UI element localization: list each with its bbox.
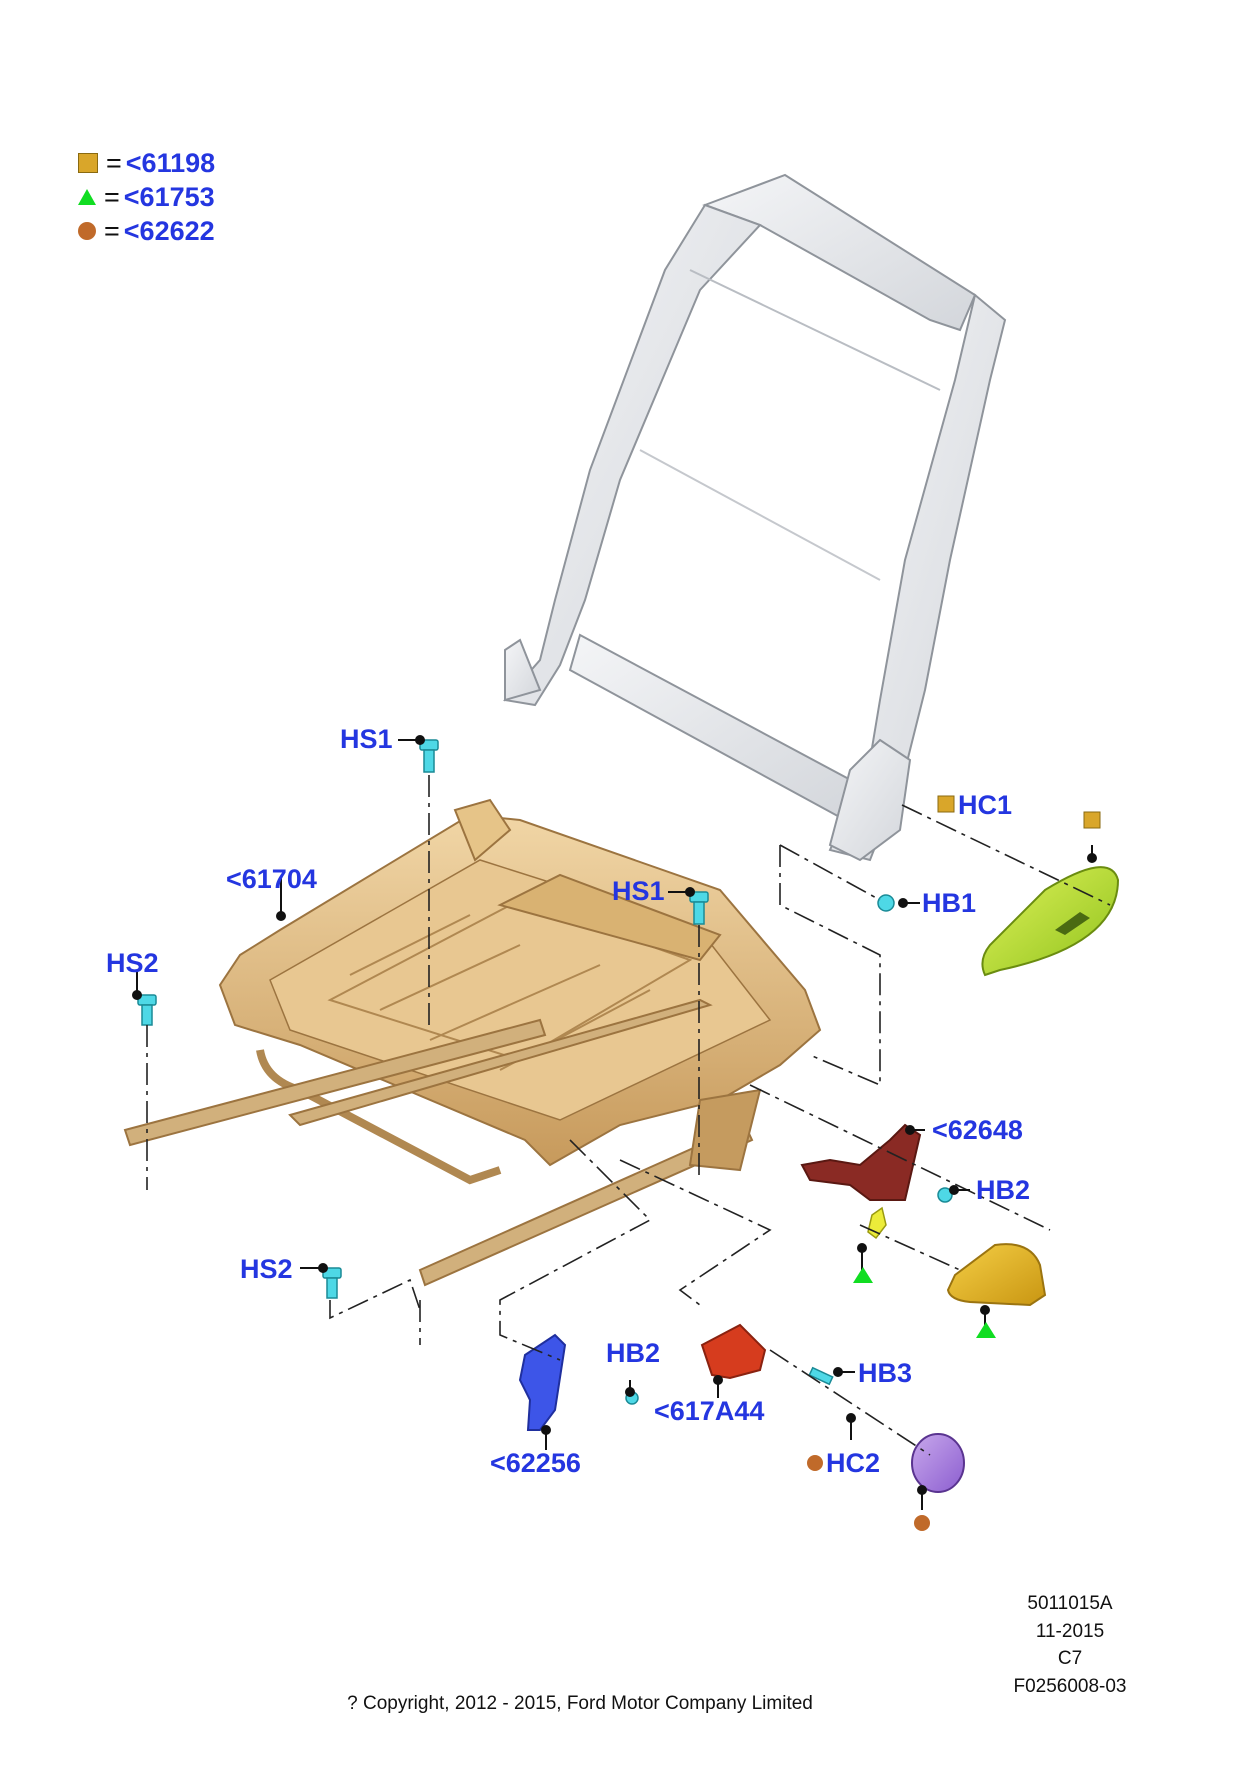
legend-equals: = [106, 147, 122, 178]
callout-hs2-bottom[interactable]: HS2 [240, 1254, 293, 1284]
square-icon [78, 153, 98, 173]
marker-circle-cap [914, 1515, 930, 1531]
callout-hc1[interactable]: HC1 [958, 790, 1013, 820]
callout-hc2[interactable]: HC2 [826, 1448, 881, 1478]
leader-lines [146, 775, 1111, 1456]
recliner-cover-slot [1055, 912, 1090, 935]
marker-circle-hc2 [807, 1455, 823, 1471]
seat-back-frame [503, 173, 1007, 862]
recliner-cover-upper [981, 866, 1120, 977]
figure-id: F0256008-03 [1013, 1675, 1127, 1697]
doc-date: 11-2015 [1035, 1620, 1105, 1642]
circle-icon [78, 222, 96, 240]
legend-part-number: <61198 [125, 147, 216, 178]
callout-61704[interactable]: <61704 [226, 864, 317, 894]
callout-62648[interactable]: <62648 [932, 1115, 1023, 1145]
doc-number: 5011015A [1027, 1593, 1113, 1614]
marker-triangle-clip [853, 1267, 873, 1283]
figure-metadata: 5011015A 11-2015 C7 F0256008-03 [980, 1590, 1160, 1700]
legend-equals: = [104, 181, 120, 212]
copyright-notice: ? Copyright, 2012 - 2015, Ford Motor Com… [347, 1693, 813, 1714]
bracket-617a44 [700, 1323, 767, 1380]
callout-hs1-mid[interactable]: HS1 [612, 876, 665, 906]
fasteners [137, 739, 953, 1405]
bracket-62648 [800, 1123, 922, 1201]
callout-hs1-top[interactable]: HS1 [340, 724, 393, 754]
bracket-62256 [518, 1333, 567, 1431]
seat-cushion-frame [123, 798, 822, 1287]
callout-hb2-right[interactable]: HB2 [976, 1175, 1031, 1205]
marker-square-hc1 [937, 795, 955, 813]
legend-row-61753: =<61753 [78, 180, 215, 214]
triangle-icon [78, 189, 96, 205]
legend-part-number: <61753 [123, 181, 215, 212]
doc-revision: C7 [1057, 1648, 1083, 1670]
callout-hb3[interactable]: HB3 [858, 1358, 913, 1388]
part-markers [807, 795, 1101, 1531]
marker-triangle-cover [976, 1322, 996, 1338]
callout-62256[interactable]: <62256 [490, 1448, 581, 1478]
recliner-cover-lower [946, 1243, 1047, 1307]
callout-hs2-left[interactable]: HS2 [106, 948, 159, 978]
legend-row-62622: =<62622 [78, 214, 215, 248]
callout-leaders [132, 735, 1097, 1510]
legend-equals: = [104, 215, 120, 246]
callout-617a44[interactable]: <617A44 [654, 1396, 765, 1426]
legend-part-number: <62622 [123, 215, 215, 246]
legend-row-61198: =<61198 [78, 146, 215, 180]
marker-square-cover [1083, 811, 1101, 829]
callout-hb1[interactable]: HB1 [922, 888, 977, 918]
callout-hb2-bottom[interactable]: HB2 [606, 1338, 661, 1368]
cap-purple [911, 1433, 965, 1493]
